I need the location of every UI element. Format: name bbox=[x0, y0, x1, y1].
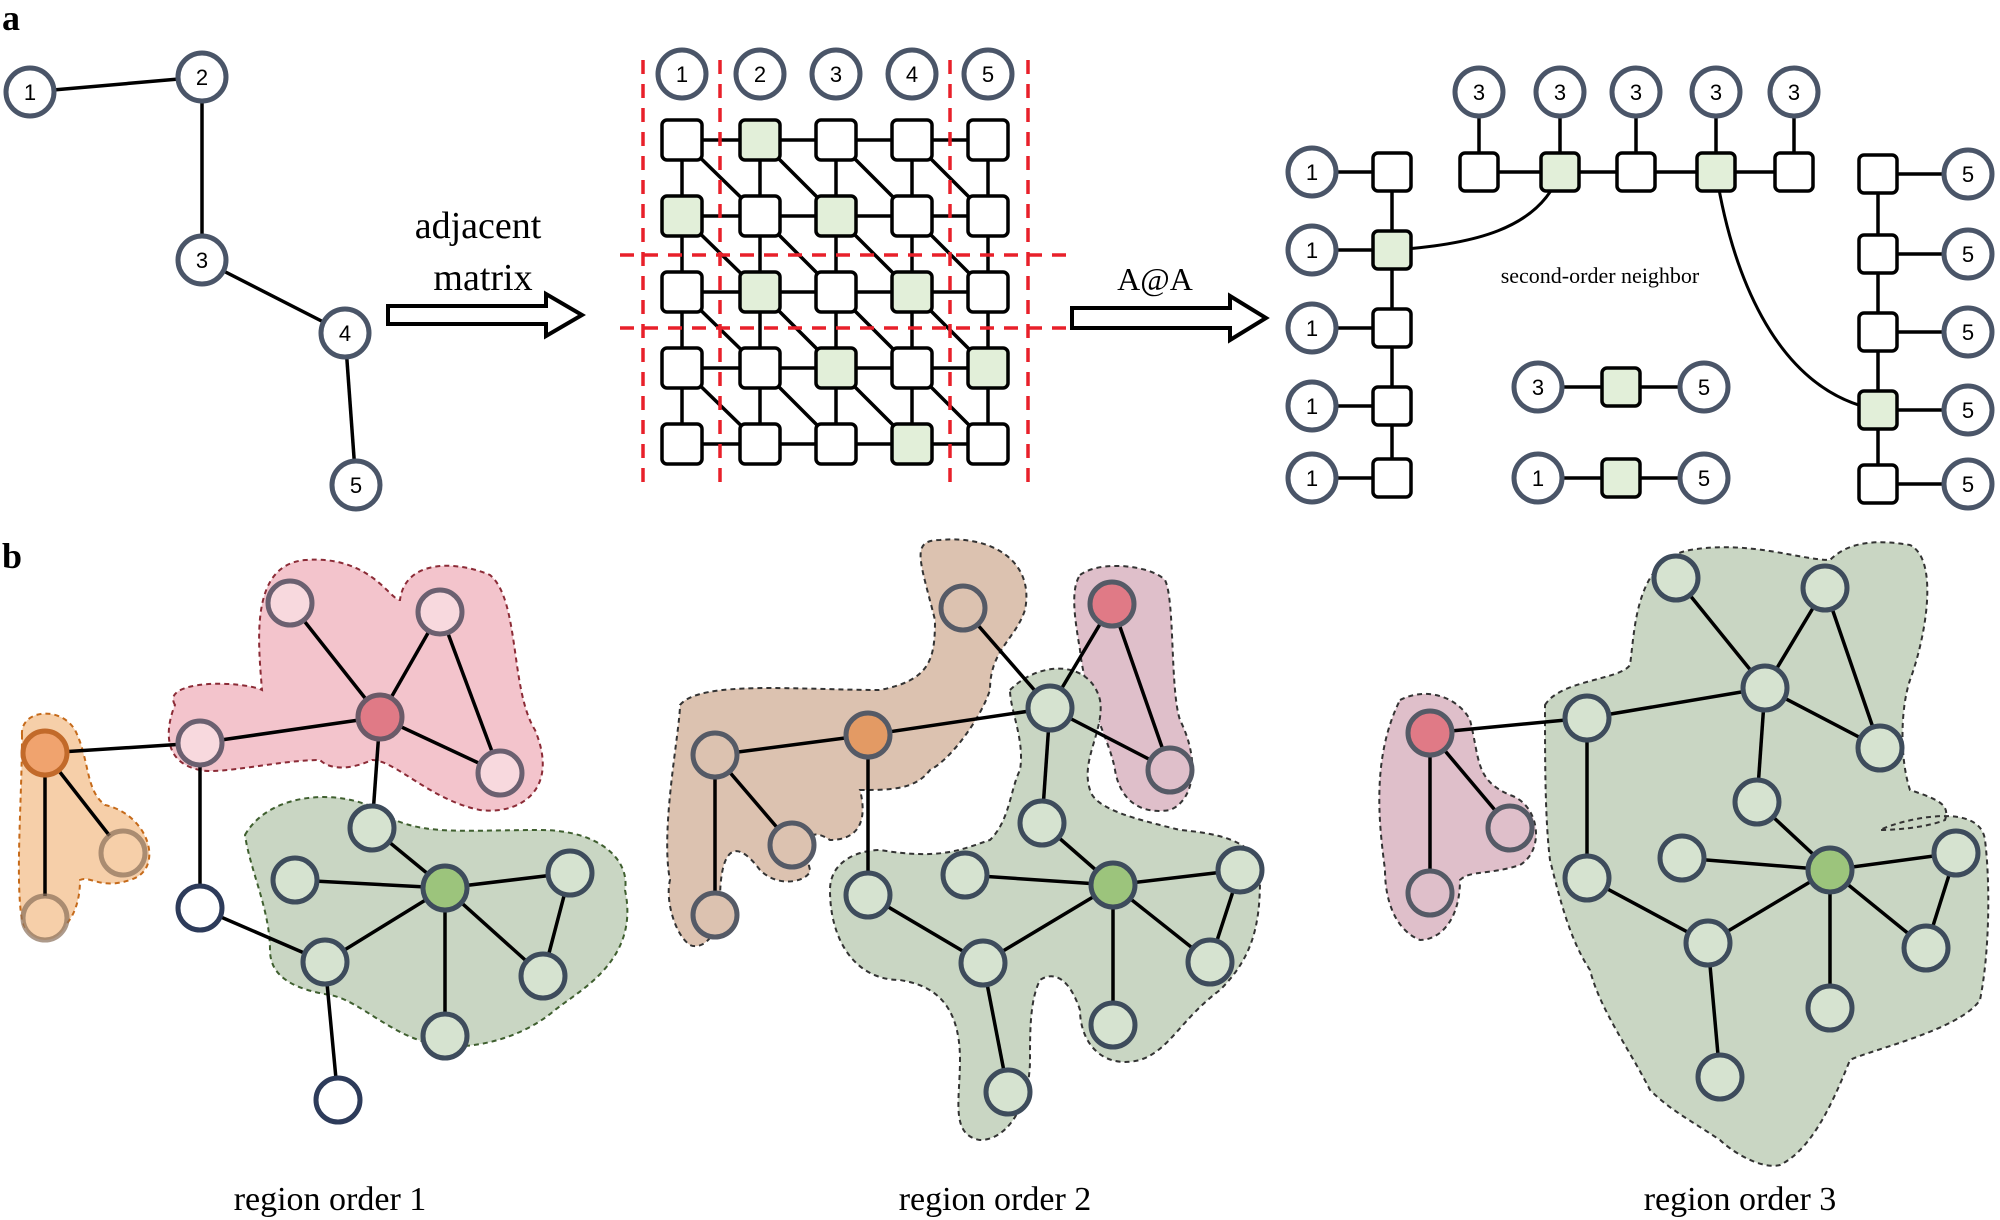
green-region-3 bbox=[1543, 541, 1990, 1167]
matrix-header-4 bbox=[885, 47, 939, 101]
svg-text:5: 5 bbox=[350, 473, 362, 498]
svg-text:3: 3 bbox=[1554, 80, 1566, 105]
matrix-cell bbox=[966, 118, 1010, 162]
matrix-cell bbox=[966, 422, 1010, 466]
svg-text:1: 1 bbox=[1306, 394, 1318, 419]
matrix-cell bbox=[814, 194, 858, 238]
adjacency-matrix: 1 2 3 4 5 bbox=[620, 47, 1068, 490]
matrix-cell bbox=[890, 194, 934, 238]
adjacent-arrow bbox=[386, 290, 586, 340]
svg-text:5: 5 bbox=[1962, 472, 1974, 497]
svg-text:3: 3 bbox=[1532, 375, 1544, 400]
matrix-cell bbox=[660, 194, 704, 238]
panel-label-a: a bbox=[2, 0, 20, 38]
svg-text:3: 3 bbox=[1710, 80, 1722, 105]
matrix-cell bbox=[738, 194, 782, 238]
matrix-cell bbox=[890, 346, 934, 390]
svg-text:4: 4 bbox=[339, 321, 351, 346]
green-region-2 bbox=[828, 667, 1262, 1142]
graph-node-1: 1 bbox=[3, 65, 57, 119]
svg-text:5: 5 bbox=[1698, 466, 1710, 491]
svg-text:5: 5 bbox=[1698, 375, 1710, 400]
matrix-cell bbox=[814, 346, 858, 390]
adjacent-label-line2: matrix bbox=[433, 257, 532, 299]
svg-text:3: 3 bbox=[1473, 80, 1485, 105]
matrix-cell bbox=[738, 118, 782, 162]
svg-text:3: 3 bbox=[1630, 80, 1642, 105]
matrix-cell bbox=[738, 270, 782, 314]
matrix-cell bbox=[966, 270, 1010, 314]
svg-text:1: 1 bbox=[24, 80, 36, 105]
region-order-2-label: region order 2 bbox=[899, 1181, 1092, 1218]
region-order-3: region order 3 bbox=[1378, 541, 1990, 1218]
region-order-2: region order 2 bbox=[666, 538, 1265, 1218]
matrix-header-label: 2 bbox=[754, 62, 766, 87]
graph-node-5: 5 bbox=[329, 458, 383, 512]
svg-text:1: 1 bbox=[1306, 316, 1318, 341]
svg-text:1: 1 bbox=[1532, 466, 1544, 491]
svg-text:3: 3 bbox=[196, 248, 208, 273]
product-label: A@A bbox=[1117, 261, 1193, 297]
matrix-cell bbox=[660, 422, 704, 466]
region-order-1: region order 1 bbox=[17, 558, 629, 1218]
matrix-header-label: 5 bbox=[982, 62, 994, 87]
matrix-cell bbox=[890, 270, 934, 314]
matrix-cell bbox=[660, 346, 704, 390]
matrix-cell bbox=[814, 422, 858, 466]
svg-text:5: 5 bbox=[1962, 242, 1974, 267]
matrix-header-5 bbox=[961, 47, 1015, 101]
svg-text:1: 1 bbox=[1306, 238, 1318, 263]
matrix-cell bbox=[738, 422, 782, 466]
matrix-cell bbox=[890, 118, 934, 162]
panel-label-b: b bbox=[2, 536, 22, 576]
green-region bbox=[243, 796, 629, 1048]
matrix-header-2 bbox=[733, 47, 787, 101]
svg-text:2: 2 bbox=[196, 65, 208, 90]
adjacent-label-line1: adjacent bbox=[415, 205, 542, 247]
svg-text:3: 3 bbox=[1788, 80, 1800, 105]
region-order-3-label: region order 3 bbox=[1644, 1181, 1837, 1218]
matrix-header-label: 1 bbox=[676, 62, 688, 87]
svg-text:1: 1 bbox=[1306, 160, 1318, 185]
second-order-structure: 1 1 1 1 1 3 3 3 3 3 5 5 5 5 5 3 5 1 5 se… bbox=[1285, 65, 1995, 511]
matrix-cell bbox=[738, 346, 782, 390]
graph-node-3: 3 bbox=[175, 233, 229, 287]
svg-text:5: 5 bbox=[1962, 320, 1974, 345]
region-order-1-label: region order 1 bbox=[234, 1181, 427, 1218]
matrix-cell bbox=[890, 422, 934, 466]
svg-text:5: 5 bbox=[1962, 162, 1974, 187]
graph-node-2: 2 bbox=[175, 50, 229, 104]
svg-text:1: 1 bbox=[1306, 466, 1318, 491]
matrix-header-label: 4 bbox=[906, 62, 918, 87]
matrix-cell bbox=[814, 118, 858, 162]
svg-text:5: 5 bbox=[1962, 398, 1974, 423]
graph-node-4: 4 bbox=[318, 306, 372, 360]
matrix-cell bbox=[660, 118, 704, 162]
matrix-header-label: 3 bbox=[830, 62, 842, 87]
matrix-header-1 bbox=[655, 47, 709, 101]
matrix-cell bbox=[966, 194, 1010, 238]
matrix-cell bbox=[966, 346, 1010, 390]
matrix-header-3 bbox=[809, 47, 863, 101]
matrix-cell bbox=[814, 270, 858, 314]
matrix-cell bbox=[660, 270, 704, 314]
input-graph-nodes: 1 2 3 4 5 bbox=[3, 50, 383, 512]
product-arrow bbox=[1070, 292, 1270, 344]
second-order-label: second-order neighbor bbox=[1501, 263, 1700, 288]
